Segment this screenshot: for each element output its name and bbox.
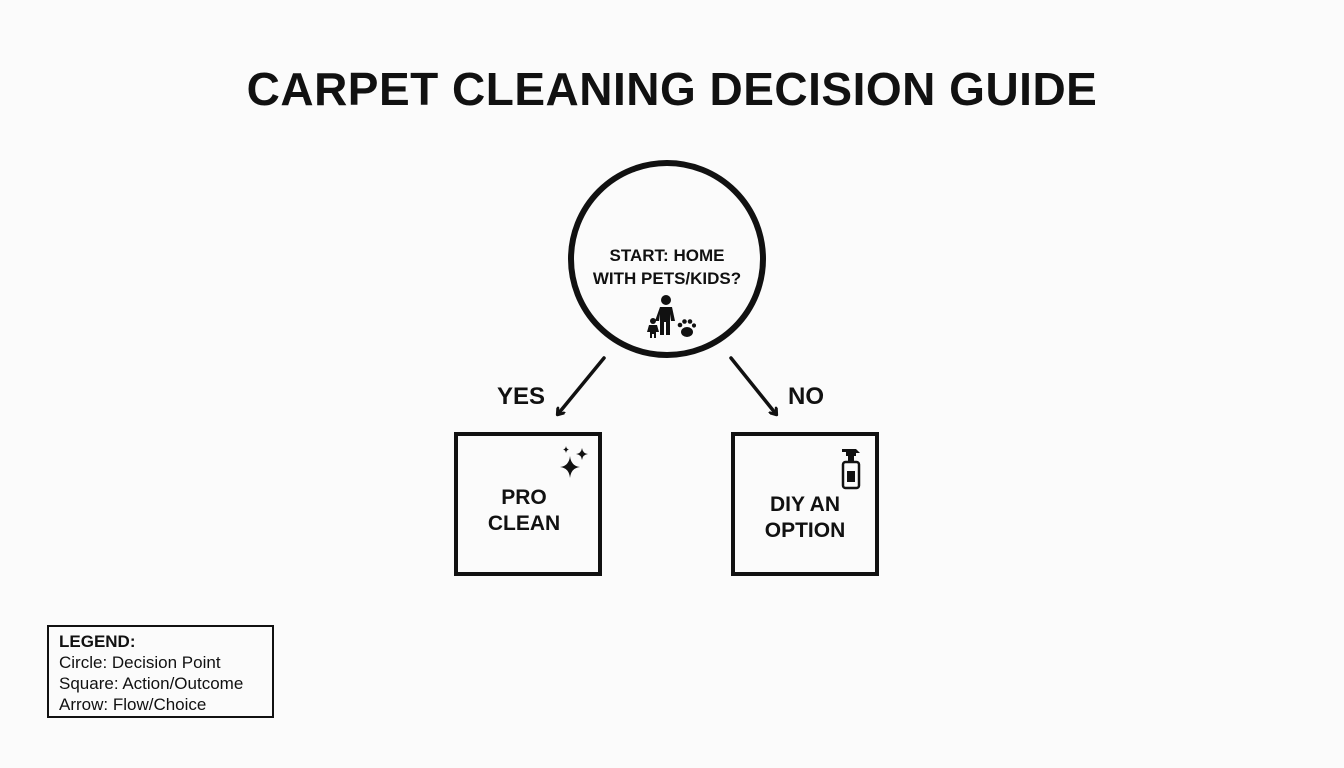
outcome-label-diy-line2: OPTION xyxy=(764,519,846,542)
outcome-label-pro-line1: PRO xyxy=(501,486,547,509)
decision-label-line1: START: HOME xyxy=(609,246,725,265)
outcome-label-pro-line2: CLEAN xyxy=(487,512,561,535)
branch-label-yes: YES xyxy=(497,383,546,410)
sparkle-icon xyxy=(560,446,588,478)
legend-item-square: Square: Action/Outcome xyxy=(59,674,244,693)
outcome-label-diy: DIY AN OPTION xyxy=(735,492,875,544)
diagram-title: CARPET CLEANING DECISION GUIDE xyxy=(246,63,1098,115)
decision-node-start: START: HOME WITH PETS/KIDS? xyxy=(568,160,766,358)
legend-item-circle: Circle: Decision Point xyxy=(59,653,221,672)
decision-label-line2: WITH PETS/KIDS? xyxy=(592,269,742,288)
legend-box: LEGEND: Circle: Decision Point Square: A… xyxy=(47,625,274,718)
outcome-box-diy-option: DIY AN OPTION xyxy=(731,432,879,576)
family-pet-icon xyxy=(647,295,696,338)
branch-label-no: NO xyxy=(788,383,824,410)
legend-title: LEGEND: xyxy=(59,632,136,651)
arrow-yes xyxy=(558,356,606,414)
arrow-no xyxy=(729,356,776,414)
legend-item-arrow: Arrow: Flow/Choice xyxy=(59,695,207,714)
outcome-label-pro: PRO CLEAN xyxy=(454,485,594,537)
outcome-box-pro-clean: PRO CLEAN xyxy=(454,432,602,576)
decision-label: START: HOME WITH PETS/KIDS? xyxy=(574,244,760,290)
outcome-label-diy-line1: DIY AN xyxy=(769,493,840,516)
spray-bottle-icon xyxy=(841,449,861,490)
